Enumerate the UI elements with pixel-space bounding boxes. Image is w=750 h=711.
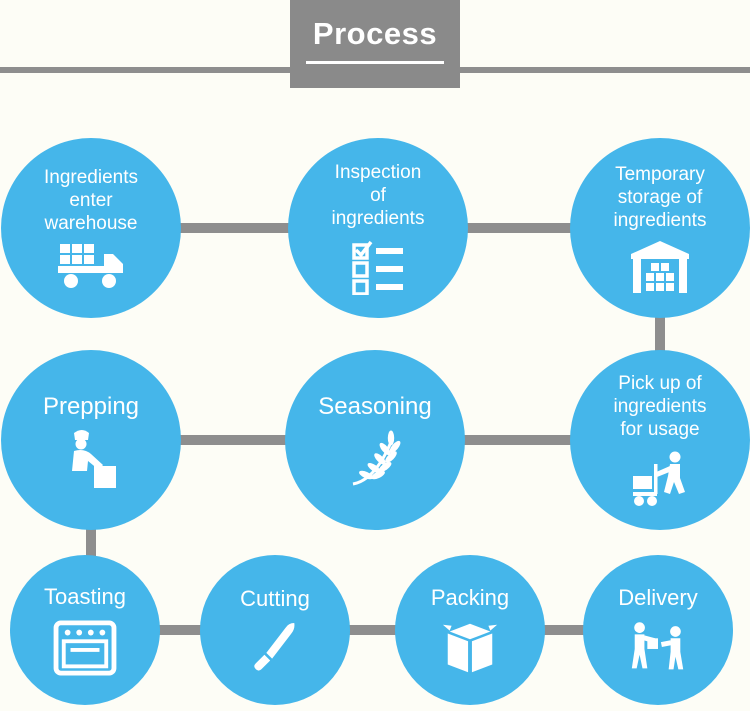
- process-node-label: Inspection of ingredients: [331, 161, 425, 230]
- box-icon-svg: [442, 623, 498, 673]
- process-node-label: Seasoning: [318, 392, 432, 420]
- checklist-icon-svg: [352, 241, 403, 296]
- title-underline: [306, 61, 444, 64]
- delivery-truck-icon-svg: [58, 244, 123, 289]
- process-node-delivery: Delivery: [583, 555, 733, 705]
- process-node-ingredients-enter-warehouse: Ingredients enter warehouse: [1, 138, 181, 318]
- delivery-people-icon-svg: [631, 622, 684, 670]
- chef-prepping-icon-svg: [72, 430, 116, 489]
- oven-icon-svg: [53, 620, 117, 676]
- process-node-label: Cutting: [240, 586, 310, 612]
- process-node-label: Toasting: [44, 584, 126, 610]
- process-node-label: Ingredients enter warehouse: [43, 166, 138, 235]
- hand-truck-icon: [630, 450, 690, 508]
- page-title: Process: [312, 16, 438, 51]
- process-node-label: Packing: [430, 585, 510, 611]
- wheat-icon: [347, 430, 403, 488]
- process-node-prepping: Prepping: [1, 350, 181, 530]
- process-node-label: Temporary storage of ingredients: [613, 163, 707, 232]
- connector-line-row3: [85, 625, 658, 635]
- hand-truck-icon-svg: [633, 451, 685, 507]
- delivery-people-icon: [626, 621, 690, 675]
- chef-prepping-icon: [60, 430, 122, 489]
- process-node-cutting: Cutting: [200, 555, 350, 705]
- wheat-icon-svg: [352, 430, 401, 486]
- process-node-packing: Packing: [395, 555, 545, 705]
- header-banner: Process: [290, 0, 460, 88]
- process-node-inspection-of-ingredients: Inspection of ingredients: [288, 138, 468, 318]
- process-node-pick-up-ingredients: Pick up of ingredients for usage: [570, 350, 750, 530]
- connector-line-left-vertical: [86, 440, 96, 630]
- process-node-toasting: Toasting: [10, 555, 160, 705]
- oven-icon: [53, 620, 117, 676]
- process-node-label: Delivery: [618, 585, 698, 611]
- knife-icon: [249, 622, 301, 674]
- process-node-label: Pick up of ingredients for usage: [613, 372, 707, 441]
- warehouse-icon: [631, 241, 689, 294]
- checklist-icon: [351, 239, 405, 296]
- process-node-temporary-storage: Temporary storage of ingredients: [570, 138, 750, 318]
- connector-line-right-vertical: [655, 228, 665, 440]
- delivery-truck-icon: [58, 244, 124, 290]
- box-icon: [440, 621, 500, 675]
- process-node-seasoning: Seasoning: [285, 350, 465, 530]
- process-node-label: Prepping: [42, 392, 140, 420]
- knife-icon-svg: [254, 622, 295, 671]
- warehouse-icon-svg: [631, 241, 689, 294]
